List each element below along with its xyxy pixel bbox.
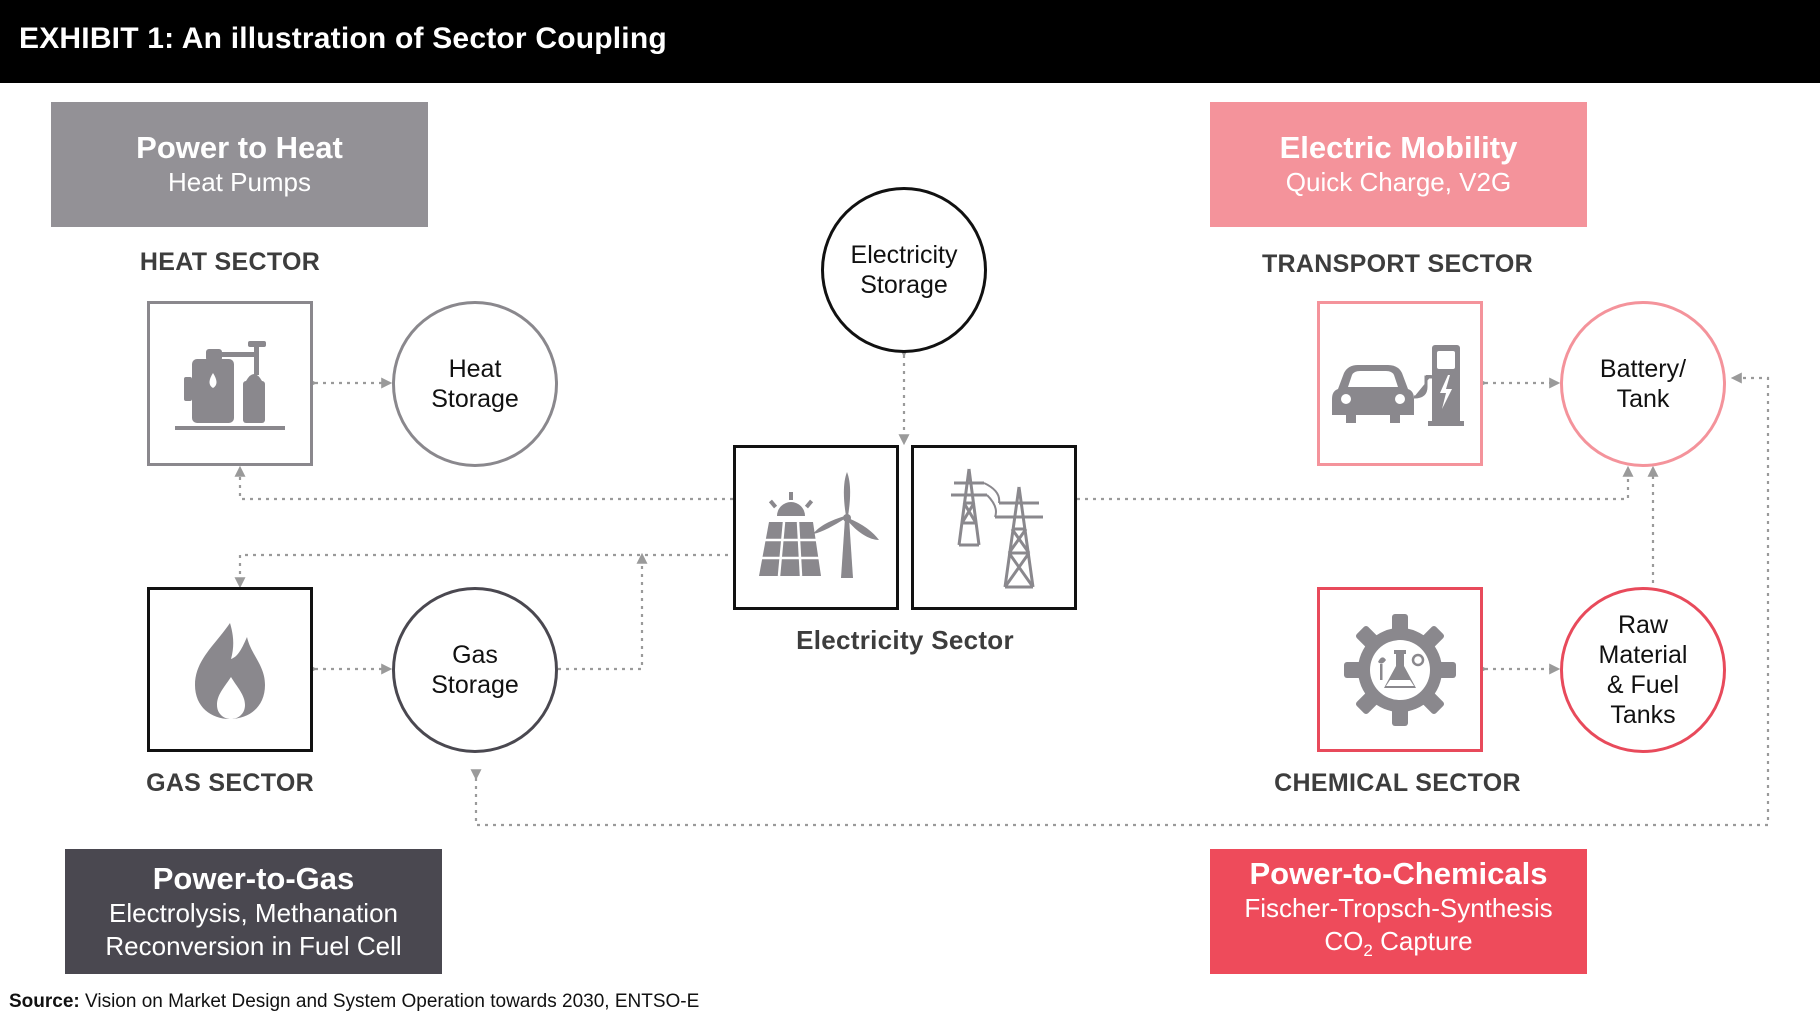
heat-storage-circle: Heat Storage — [392, 301, 558, 467]
electric-mobility-box: Electric Mobility Quick Charge, V2G — [1210, 102, 1587, 227]
raw-material-circle: Raw Material & Fuel Tanks — [1560, 587, 1726, 753]
electricity-storage-circle: Electricity Storage — [821, 187, 987, 353]
raw-material-line2: Material — [1598, 641, 1688, 669]
power-to-heat-title: Power to Heat — [136, 130, 343, 165]
electric-mobility-title: Electric Mobility — [1279, 130, 1518, 165]
source-text: Vision on Market Design and System Opera… — [79, 991, 700, 1012]
transmission-tower-icon — [951, 468, 1043, 588]
electricity-heat-link — [234, 465, 733, 501]
power-to-chemicals-line2: CO2 Capture — [1324, 925, 1472, 967]
power-to-heat-box: Power to Heat Heat Pumps — [51, 102, 428, 227]
electricity-battery-link — [1077, 465, 1634, 501]
heat-storage-line2: Storage — [431, 385, 519, 413]
heat-sector-label: HEAT SECTOR — [139, 248, 321, 276]
gas-storage-circle: Gas Storage — [392, 587, 558, 753]
raw-material-line1: Raw — [1617, 611, 1668, 639]
raw-material-line3: & Fuel — [1606, 671, 1680, 699]
capture-text: Capture — [1372, 925, 1473, 956]
power-to-gas-line2: Reconversion in Fuel Cell — [105, 930, 402, 961]
exhibit-title: EXHIBIT 1: An illustration of Sector Cou… — [19, 22, 667, 55]
chemical-sector-label: CHEMICAL SECTOR — [1274, 769, 1521, 797]
co2-subscript: 2 — [1363, 941, 1373, 961]
heat-sector-box — [147, 301, 313, 466]
source-note: Source: Vision on Market Design and Syst… — [9, 991, 699, 1013]
electricity-storage-line2: Storage — [860, 271, 948, 299]
electric-mobility-subtitle: Quick Charge, V2G — [1285, 167, 1512, 197]
electricity-storage-line1: Electricity — [850, 241, 958, 269]
car-charging-icon — [1332, 344, 1464, 426]
power-to-heat-subtitle: Heat Pumps — [167, 167, 312, 197]
gas-sector-box — [147, 587, 313, 752]
gas-storage-electricity-link — [558, 552, 648, 671]
power-grid-box — [911, 445, 1077, 610]
source-label: Source: — [9, 991, 80, 1012]
solar-wind-box — [733, 445, 899, 610]
power-to-chemicals-box: Power-to-Chemicals Fischer-Tropsch-Synth… — [1210, 849, 1587, 974]
electricity-sector-label: Electricity Sector — [796, 625, 1014, 655]
power-to-gas-title: Power-to-Gas — [152, 860, 355, 896]
gas-storage-line1: Gas — [452, 641, 498, 669]
header-bar: EXHIBIT 1: An illustration of Sector Cou… — [0, 0, 1820, 83]
boiler-heat-pump-icon — [175, 340, 285, 430]
gas-storage-line2: Storage — [431, 671, 519, 699]
transport-sector-label: TRANSPORT SECTOR — [1261, 250, 1534, 278]
co2-main: CO — [1324, 925, 1364, 956]
power-to-chemicals-title: Power-to-Chemicals — [1249, 855, 1548, 891]
solar-wind-icon — [759, 471, 879, 578]
gear-flask-icon — [1344, 613, 1456, 726]
raw-material-line4: Tanks — [1610, 701, 1676, 729]
power-to-gas-box: Power-to-Gas Electrolysis, Methanation R… — [65, 849, 442, 974]
electricity-gas-link — [234, 553, 728, 589]
power-to-gas-line1: Electrolysis, Methanation — [108, 897, 399, 928]
flame-icon — [195, 622, 265, 719]
battery-line2: Tank — [1616, 385, 1670, 413]
transport-sector-box — [1317, 301, 1483, 466]
gas-sector-label: GAS SECTOR — [146, 769, 314, 797]
battery-tank-circle: Battery/ Tank — [1560, 301, 1726, 467]
chemical-sector-box — [1317, 587, 1483, 752]
power-to-chemicals-line1: Fischer-Tropsch-Synthesis — [1244, 892, 1553, 923]
heat-storage-line1: Heat — [448, 355, 502, 383]
battery-line1: Battery/ — [1599, 355, 1687, 383]
gas-battery-loop-link — [470, 372, 1770, 827]
